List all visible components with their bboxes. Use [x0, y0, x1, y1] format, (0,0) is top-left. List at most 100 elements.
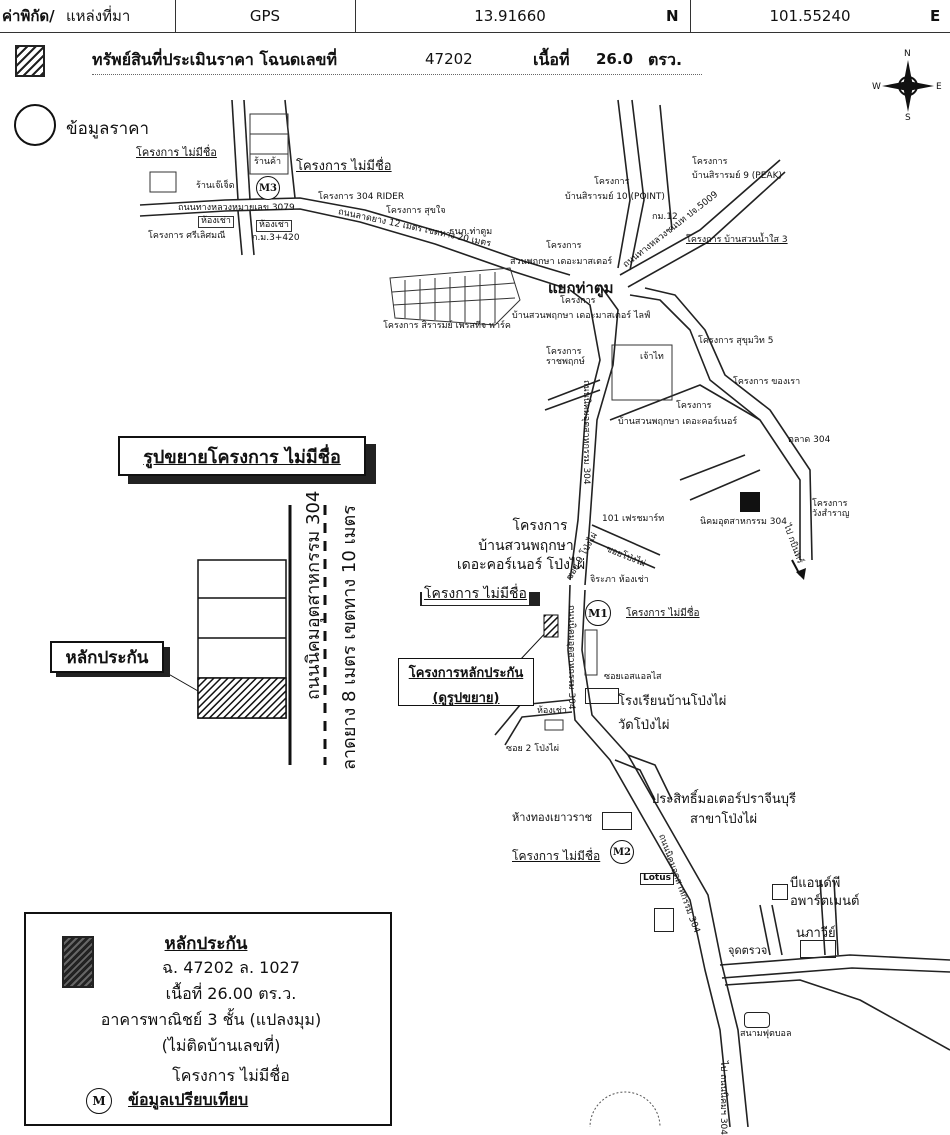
school-icon: [585, 688, 619, 704]
bnp-1: บีแอนด์พี: [790, 876, 841, 891]
football-icon: [744, 1012, 770, 1028]
legend-box: หลักประกัน ฉ. 47202 ล. 1027 เนื้อที่ 26.…: [24, 912, 392, 1126]
compass-s: S: [905, 113, 911, 123]
proj-ban-siram-peak: บ้านสิรารมย์ 9 (PEAK): [692, 171, 782, 181]
wat-label: วัดโป่งไผ่: [618, 718, 670, 733]
road-asphalt-8-vertical: ลาดยาง 8 เมตร เขตทาง 10 เมตร: [339, 505, 360, 770]
checkpoint: จุดตรวจ: [728, 944, 768, 957]
proj-sukhumvit5: โครงการ สุขุมวิท 5: [698, 336, 774, 346]
collateral-project-1: โครงการหลักประกัน: [408, 666, 524, 681]
divider: [175, 0, 176, 32]
source-value: GPS: [249, 7, 281, 25]
latitude-value: 13.91660: [474, 7, 546, 25]
collateral-project-2: (ดูรูปขยาย): [432, 691, 500, 706]
proj-noname-m3: โครงการ ไม่มีชื่อ: [296, 159, 392, 174]
proj-rider: โครงการ 304 RIDER: [318, 192, 405, 202]
proj-sukjai: โครงการ สุขใจ: [386, 206, 446, 216]
source-label: แหล่งที่มา: [66, 7, 131, 25]
naphawee-icon: [800, 940, 836, 958]
coordinate-header-row: ค่าพิกัด/ แหล่งที่มา GPS 13.91660 N 101.…: [0, 0, 950, 33]
soi-sl: ซอยเอสแอลไส: [604, 672, 662, 682]
divider: [355, 0, 356, 32]
seven-eleven-icon: [654, 908, 674, 932]
compass-w: W: [872, 82, 881, 92]
legend-line6: ข้อมูลเปรียบเทียบ: [128, 1090, 249, 1109]
shop-rao: ร้านค้า: [254, 157, 282, 167]
price-circle-icon: [14, 104, 56, 146]
proj-corner-pongpai-3: เดอะคอร์เนอร์ โป่งไผ่: [456, 557, 586, 573]
divider: [690, 0, 691, 32]
proj-label-c: โครงการ: [594, 177, 630, 187]
factory-304: นิคมอุตสาหกรรม 304: [700, 517, 787, 527]
area-label: เนื้อที่: [533, 50, 570, 69]
naphawee: นภาวีย์: [796, 926, 836, 941]
collateral-hatch-swatch: [15, 45, 45, 77]
room-rent-2: ห้องเช่า: [256, 220, 292, 232]
collateral-tag: หลักประกัน: [65, 647, 149, 668]
m2-marker: M2: [610, 840, 634, 864]
proj-ban-siram-point: บ้านสิรารมย์ 10 (POINT): [565, 192, 665, 202]
bank-label: ธนภ.ท่าตูม: [449, 227, 493, 237]
shop-cheng: ร้านเจ๊เจ็ด: [196, 181, 235, 191]
enlarge-title: รูปขยายโครงการ ไม่มีชื่อ: [143, 446, 341, 468]
coord-label: ค่าพิกัด/: [2, 7, 55, 25]
proj-siram-prestige: โครงการ สิรารมย์ เพรสทีจ พาร์ค: [383, 321, 511, 331]
latitude-direction: N: [666, 7, 679, 25]
proj-label-b: โครงการ: [560, 296, 596, 306]
proj-rat-phruek: โครงการ ราชพฤกษ์: [546, 347, 585, 367]
legend-title: หลักประกัน: [164, 934, 248, 954]
road-304-upper: ถนนนิคมอุตสาหกรรม 304: [580, 379, 591, 485]
km-marker: กม.12: [652, 212, 678, 222]
enlarge-title-box: รูปขยายโครงการ ไม่มีชื่อ: [118, 436, 366, 476]
gold-shop: ห้างทองเยาวราช: [512, 811, 593, 824]
road-3079: ถนนทางหลวงหมายเลข 3079: [178, 203, 295, 213]
compass-n: N: [904, 49, 911, 59]
fresh-mart: 101 เฟรชมาร์ท: [602, 514, 665, 524]
deed-number: 47202: [425, 50, 473, 68]
dotted-underline: [92, 74, 702, 75]
proj-label-d: โครงการ: [692, 157, 728, 167]
proj-noname-top: โครงการ ไม่มีชื่อ: [136, 146, 217, 159]
jiraphan-rooms: จิระภา ห้องเช่า: [590, 575, 649, 585]
school-label: โรงเรียนบ้านโป่งไผ่: [618, 694, 727, 709]
proj-chong-rao: โครงการ ของเรา: [733, 377, 801, 387]
legend-line2: เนื้อที่ 26.00 ตร.ว.: [165, 984, 297, 1003]
room-rent-3: ห้องเช่า: [537, 706, 567, 716]
longitude-direction: E: [930, 7, 941, 25]
legend-line3: อาคารพาณิชย์ 3 ชั้น (แปลงมุม): [100, 1010, 322, 1029]
proj-corner-pongpai-2: บ้านสวนพฤกษา: [478, 538, 574, 554]
prasit-2: สาขาโป่งไผ่: [690, 812, 758, 827]
m3-marker: M3: [256, 176, 280, 200]
proj-ban-suan-nam-sai: โครงการ บ้านสวนน้ำใส 3: [686, 235, 788, 245]
room-rent-1: ห้องเช่า: [198, 216, 234, 228]
km-3-420: ก.ม.3+420: [252, 233, 300, 243]
ban-suan-corner: บ้านสวนพฤกษา เดอะคอร์เนอร์: [618, 417, 738, 427]
proj-sriserm: โครงการ ศรีเลิศมณี: [148, 231, 226, 241]
lotus-label: Lotus: [640, 873, 674, 885]
to-304: ไป ถนนนิคมฯ 304: [717, 1060, 728, 1135]
proj-wangsamran: โครงการ วังสำราญ: [812, 499, 850, 519]
price-legend-label: ข้อมูลราคา: [66, 119, 150, 139]
legend-hatch-swatch: [62, 936, 94, 988]
property-label: ทรัพย์สินที่ประเมินราคา โฉนดเลขที่: [92, 50, 338, 69]
bnp-icon: [772, 884, 788, 900]
longitude-value: 101.55240: [769, 7, 851, 25]
legend-m-symbol: M: [86, 1088, 112, 1114]
compass-e: E: [936, 82, 942, 92]
ban-suan-master-life: บ้านสวนพฤกษา เดอะมาสเตอร์ ไลฟ์: [512, 311, 651, 321]
road-304-vertical: ถนนนิคมอุตสาหกรรม 304: [303, 490, 324, 700]
m1-marker: M1: [585, 600, 611, 626]
proj-label-e: โครงการ: [676, 401, 712, 411]
legend-line5: โครงการ ไม่มีชื่อ: [172, 1066, 290, 1085]
proj-suan-master: สวนพฤกษา เดอะมาสเตอร์: [510, 257, 613, 267]
yaek-tha-tum: แยกท่าตูม: [548, 279, 614, 297]
chao-tai: เจ้าไท: [640, 352, 664, 362]
prasit-1: ประสิทธิ์มอเตอร์ปราจีนบุรี: [651, 792, 796, 807]
area-unit: ตรว.: [648, 50, 683, 69]
talad-304: ตลาด 304: [788, 435, 831, 445]
bnp-2: อพาร์ตเมนต์: [790, 894, 860, 909]
collateral-tag-box: หลักประกัน: [50, 641, 164, 673]
compass-icon: [882, 60, 934, 112]
area-value: 26.0: [596, 50, 634, 68]
